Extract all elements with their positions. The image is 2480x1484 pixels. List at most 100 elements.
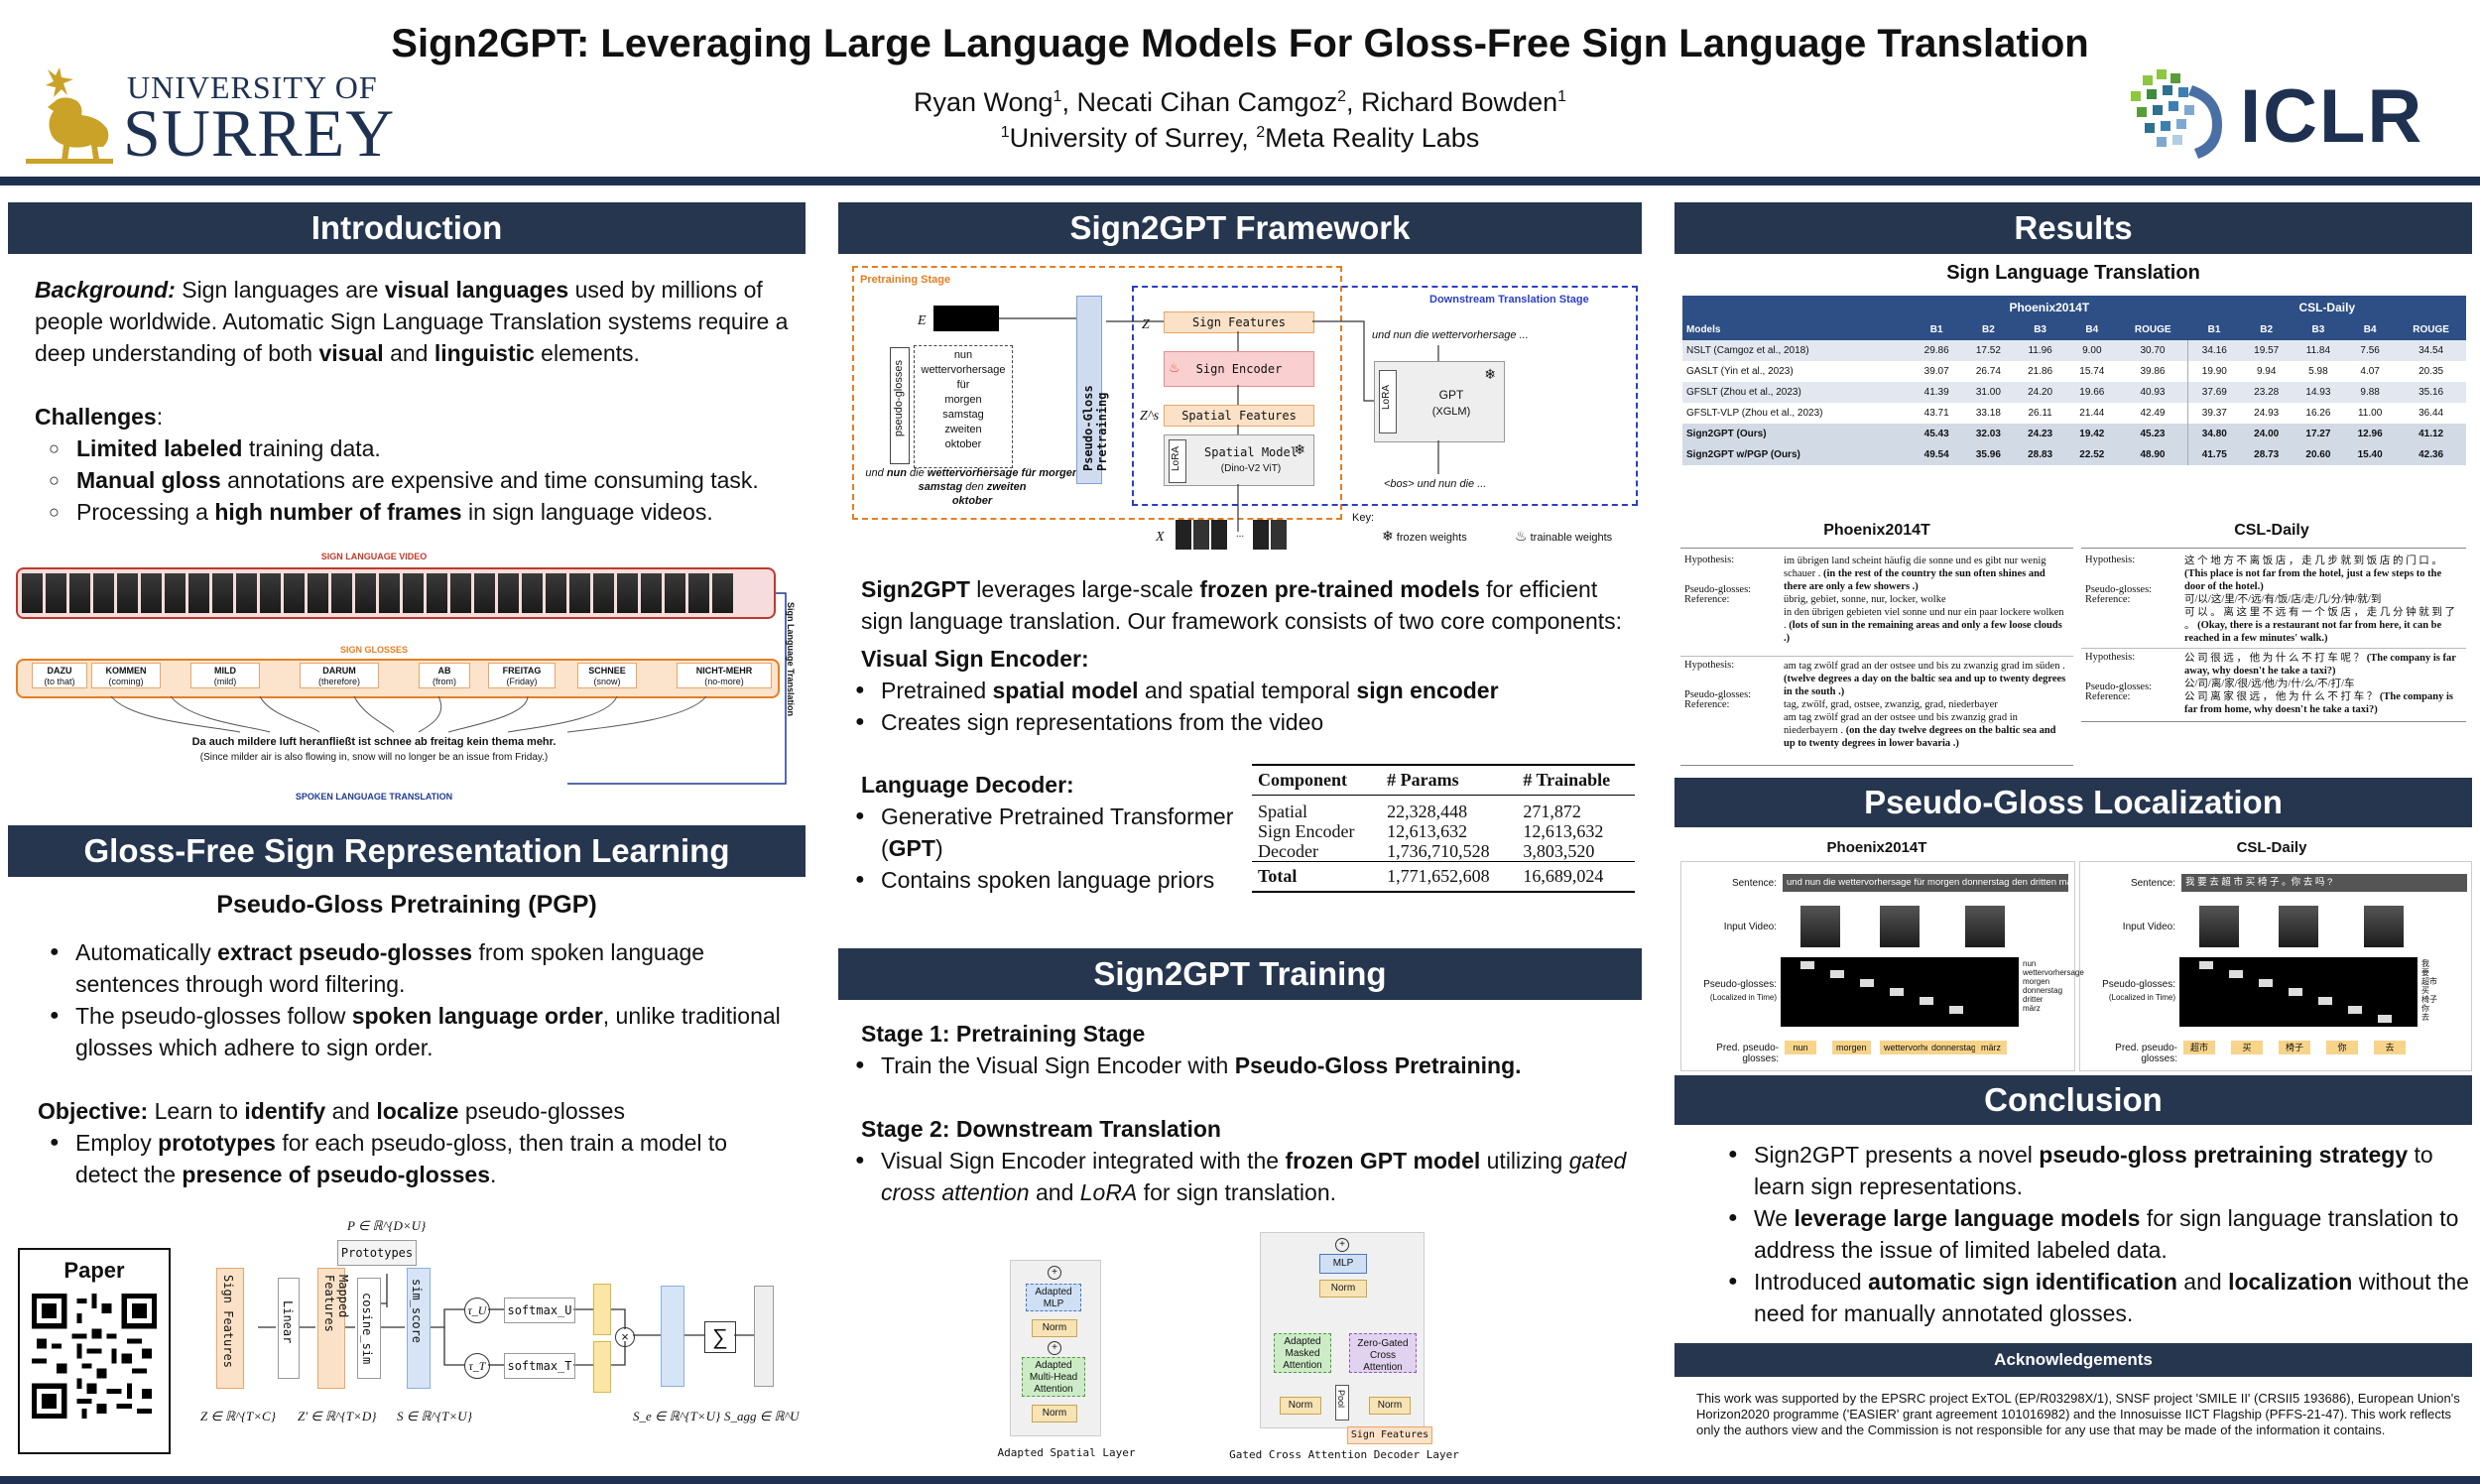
column-header: B4 <box>2344 319 2397 340</box>
s-t-bar <box>593 1341 611 1393</box>
gloss-word: samstag <box>942 409 984 421</box>
pred-chip: morgen <box>1832 1041 1871 1054</box>
table-cell: 17.27 <box>2292 424 2345 444</box>
stage1-title: Stage 1: Pretraining Stage <box>861 1021 1146 1047</box>
pgp-list: Automatically extract pseudo-glosses fro… <box>38 936 792 1063</box>
video-frame <box>284 573 305 613</box>
video-frame <box>331 573 352 613</box>
table-cell: 39.86 <box>2117 361 2189 382</box>
key-label: Key: <box>1352 512 1375 524</box>
table-cell: 15.74 <box>2065 361 2118 382</box>
video-frame <box>355 573 376 613</box>
reference: 可 以 。 离 这 里 不 远 有 一 个 饭 店 ， 走 几 分 钟 就 到 … <box>2184 606 2462 645</box>
gloss-word: NICHT-MEHR <box>695 666 753 676</box>
downstream-stage-box <box>1132 286 1638 506</box>
stage2-title: Stage 2: Downstream Translation <box>861 1116 1221 1142</box>
table-cell: 28.83 <box>2014 444 2066 465</box>
video-frame <box>688 573 709 613</box>
gloss-word: nun <box>953 349 973 361</box>
sign-encoder-box: ♨ Sign Encoder <box>1164 351 1314 387</box>
table-cell: 37.69 <box>2187 382 2241 403</box>
sum-node: ∑ <box>704 1321 736 1353</box>
heat-cell <box>2229 970 2243 978</box>
list-item: Pretrained spatial model and spatial tem… <box>855 675 1635 706</box>
ack-text: This work was supported by the EPSRC pro… <box>1696 1391 2460 1437</box>
conclusion-list: Sign2GPT presents a novel pseudo-gloss p… <box>1716 1139 2470 1329</box>
ref-text: 公 司 离 家 很 远 ， 他 为 什 么 不 打 车 ？ <box>2184 691 2380 702</box>
background-paragraph: Background: Sign languages are visual la… <box>35 277 789 366</box>
gloss-label: SIGN GLOSSES <box>339 645 408 655</box>
gloss-word: zweiten <box>944 424 982 435</box>
gloss-boxes: DAZU(to that)KOMMEN(coming)MILD(mild)DAR… <box>22 663 772 690</box>
list-item: Limited labeled training data. <box>49 433 789 464</box>
plus-node: + <box>1048 1266 1061 1280</box>
column-header: B2 <box>2240 319 2293 340</box>
sentence-value: und nun die wettervorhersage für morgen … <box>1783 874 2068 892</box>
table-cell: 40.93 <box>2117 382 2189 403</box>
gloss-meaning: (snow) <box>593 677 621 686</box>
column-header: Models <box>1682 319 1912 340</box>
heat-cell <box>1860 979 1874 987</box>
list-item: Generative Pretrained Transformer (GPT) <box>855 801 1248 864</box>
pgl-phoenix-title: Phoenix2014T <box>1826 839 1927 856</box>
column-header: ROUGE <box>2396 319 2466 340</box>
ref-translation: (on the day twelve degrees on the baltic… <box>1784 725 2056 749</box>
ack-title: Acknowledgements <box>1674 1343 2472 1377</box>
video-frame <box>641 573 662 613</box>
video-frame <box>474 573 495 613</box>
heat-row-label: dritter <box>2023 995 2044 1004</box>
table-cell: 21.86 <box>2014 361 2066 382</box>
surrey-logo-line1: UNIVERSITY OF <box>127 69 378 105</box>
heatmap <box>2179 957 2418 1027</box>
qual-label: Pseudo-glosses: <box>1684 584 1752 595</box>
video-frame <box>69 573 90 613</box>
challenges-list: Limited labeled training data. Manual gl… <box>35 433 789 528</box>
gloss-meaning: (no-more) <box>704 677 744 686</box>
table-header: Component# Params# Trainable <box>1252 765 1635 796</box>
paper-qr-card[interactable]: Paper <box>18 1248 171 1454</box>
table-cell: 19.90 <box>2187 361 2241 382</box>
gloss-meaning: (from) <box>433 677 456 686</box>
gloss-word: DARUM <box>322 666 356 676</box>
video-frame <box>498 573 519 613</box>
gated-decoder-caption: Gated Cross Attention Decoder Layer <box>1229 1448 1459 1461</box>
table-cell: 24.20 <box>2014 382 2066 403</box>
heat-row-label: 椅子 <box>2421 995 2437 1004</box>
video-frame <box>188 573 209 613</box>
gloss-word: für <box>956 379 970 391</box>
frozen-key: ❄ frozen weights <box>1382 528 1467 544</box>
heat-cell <box>2259 979 2273 987</box>
qual-csl: Hypothesis:Pseudo-glosses:Reference:这 个 … <box>2081 548 2466 722</box>
framework-desc: Sign2GPT leverages large-scale frozen pr… <box>861 576 1623 634</box>
pred-chip: märz <box>1975 1041 2007 1054</box>
qual-label: Reference: <box>2085 594 2131 605</box>
norm-box: Norm <box>1032 1319 1077 1337</box>
table-cell: Total <box>1252 861 1382 892</box>
norm-box-2: Norm <box>1280 1397 1321 1415</box>
table-cell: GFSLT (Zhou et al., 2023) <box>1682 382 1912 403</box>
pgl-csl: Sentence:我 要 去 超 市 买 椅 子 。你 去 吗 ?Input V… <box>2079 861 2472 1071</box>
video-frame <box>522 573 543 613</box>
heatmap <box>1781 957 2019 1027</box>
pgp-body: Automatically extract pseudo-glosses fro… <box>38 936 792 1190</box>
ld-list: Generative Pretrained Transformer (GPT) … <box>855 801 1248 896</box>
video-frame <box>450 573 471 613</box>
table-cell: 11.96 <box>2014 340 2066 361</box>
reference: am tag zwölf grad an der ostsee und bis … <box>1784 711 2067 750</box>
gloss-word: KOMMEN <box>105 666 147 676</box>
table-cell: 28.73 <box>2240 444 2293 465</box>
sentence-label: Sentence: <box>1731 878 1777 889</box>
column-header <box>1682 296 1912 319</box>
zs-label: Z^s <box>1140 409 1160 424</box>
vse-title: Visual Sign Encoder: <box>861 646 1089 672</box>
table-cell: 12.96 <box>2344 424 2397 444</box>
video-strip <box>16 567 776 619</box>
surrey-logo: UNIVERSITY OF SURREY <box>18 60 394 174</box>
table-cell: 11.00 <box>2344 403 2397 424</box>
qual-label: Reference: <box>2085 691 2131 702</box>
table-cell: 19.57 <box>2240 340 2293 361</box>
plus-node: + <box>1335 1238 1349 1252</box>
